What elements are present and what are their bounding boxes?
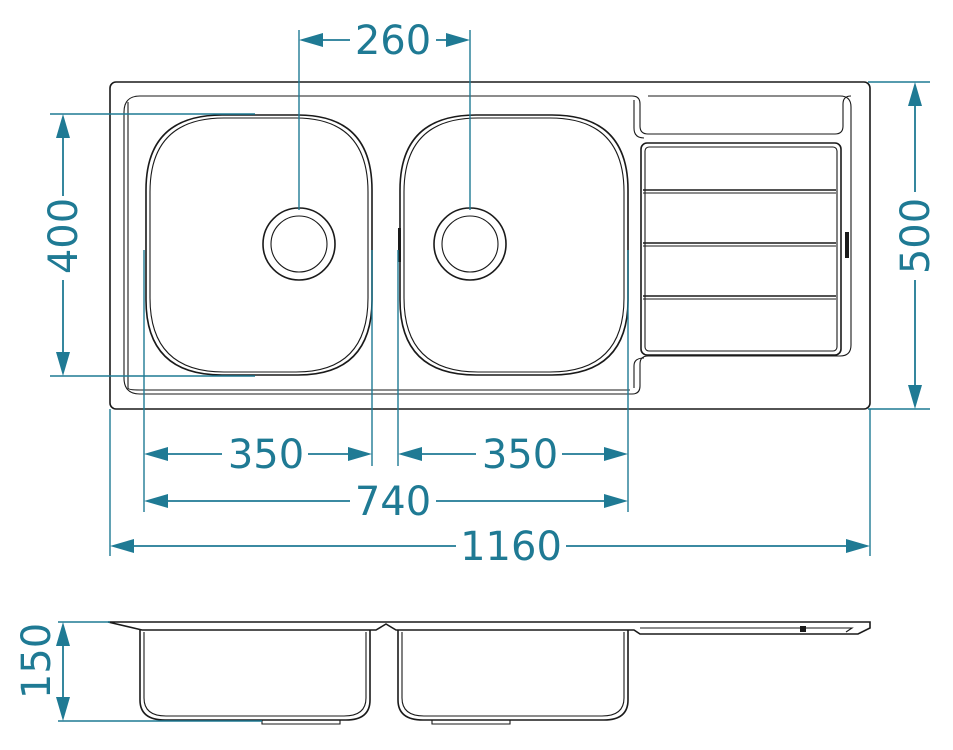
- side-rim: [107, 621, 871, 635]
- dimension-right-bowl-width: 350: [398, 432, 628, 478]
- dimension-label-500: 500: [893, 198, 939, 274]
- side-left-bowl: [139, 630, 371, 721]
- dimension-overall-width: 1160: [110, 524, 870, 570]
- drainer-board: [640, 142, 842, 356]
- right-drain: [433, 207, 507, 281]
- dimension-label-1160: 1160: [460, 524, 562, 570]
- dimension-label-150: 150: [14, 623, 60, 699]
- dimension-sink-height: 150: [14, 622, 70, 721]
- dimension-drain-spacing: 260: [299, 18, 470, 64]
- dimension-label-400: 400: [41, 198, 87, 274]
- side-right-bowl: [397, 630, 629, 721]
- sink-outer-rim: [109, 81, 871, 410]
- dimension-bowl-depth: 400: [41, 114, 87, 376]
- dimension-left-bowl-width: 350: [144, 432, 372, 478]
- brand-mark: [845, 232, 849, 258]
- right-bowl: [399, 114, 629, 376]
- left-drain: [262, 207, 336, 281]
- sink-inner-rim: [123, 95, 852, 395]
- extension-lines: [50, 30, 930, 722]
- sink-side-view: [107, 621, 871, 725]
- dimension-label-left-350: 350: [228, 432, 304, 478]
- dimension-label-740: 740: [355, 479, 431, 525]
- left-bowl: [145, 114, 373, 376]
- sink-top-view: [109, 81, 871, 410]
- dimension-label-260: 260: [355, 18, 431, 64]
- overflow-mark: [398, 228, 401, 262]
- dimension-overall-depth: 500: [893, 82, 939, 409]
- dimension-bowls-width: 740: [144, 479, 628, 525]
- dimension-label-right-350: 350: [482, 432, 558, 478]
